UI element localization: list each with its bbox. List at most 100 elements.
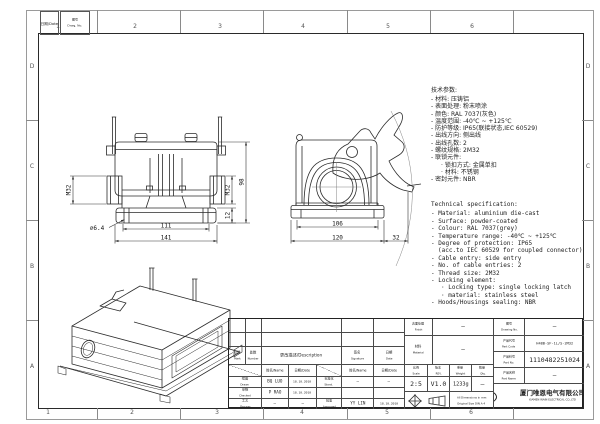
zone-tick (97, 408, 98, 419)
zone-col-label: 2 (133, 23, 137, 30)
corner-box-date: 日期/Date (40, 11, 59, 35)
revision-cell (341, 319, 373, 332)
spec-line: - Thread size: 2M32 (431, 269, 500, 277)
header-mark: 标记 Mark (229, 346, 245, 364)
part-code-label: 产品代号 Part Code (493, 335, 524, 351)
spec-line: - Cable entry: side entry (431, 254, 522, 262)
role-standardized: 标准化 Stand. (316, 376, 341, 387)
side-view-dim-labels: 106 120 32 (332, 221, 400, 242)
empty-cell (341, 387, 373, 398)
header-mark-en: Mark (233, 356, 241, 360)
zone-tick (263, 10, 264, 33)
weight-value-text: 1233g (452, 380, 469, 388)
revision-cell (373, 319, 404, 332)
dim-front-inner-width: 111 (161, 223, 172, 230)
zone-row-label: B (29, 263, 35, 270)
drawn-name-value: BQ LUO (267, 379, 283, 385)
qty-label-cn: 数量 (479, 365, 486, 369)
spec-line: - Degree of protection: IP65 (431, 240, 533, 248)
zone-tick (430, 10, 431, 33)
spec-line: - Hoods/Housings sealing: NBR (431, 299, 536, 307)
finish-label-cn: 表面处理 (412, 322, 425, 326)
zone-col-label: 3 (215, 409, 219, 416)
drawing-no-value: — (524, 319, 584, 335)
revision-cell (229, 332, 245, 346)
side-view (290, 112, 422, 219)
zone-tick (26, 320, 38, 321)
revision-cell (261, 332, 341, 346)
finish-label-en: Finish (414, 328, 423, 332)
spec-line: - Locking element: (431, 277, 497, 285)
part-no-label-cn: 产品料号 (502, 354, 515, 358)
dim-front-hole: ⌀6.4 (90, 225, 105, 232)
subheader-diagonal (316, 364, 341, 376)
corner-box-label-en: Drwg. No. (67, 24, 83, 28)
corner-box-drawing-no: 图号 Drwg. No. (60, 11, 90, 35)
rev-value-text: V1.0 (430, 380, 447, 388)
sheet-outer-margin (26, 10, 594, 420)
scale-label: 比例 Scale (404, 364, 427, 376)
spec-line: · 材料: 不锈钢 (441, 168, 479, 176)
header-signature-en: Signature (350, 356, 365, 360)
zone-col-label: 1 (56, 23, 60, 30)
zone-tick (347, 408, 348, 419)
spec-line: - Colour: RAL 7037(grey) (431, 225, 518, 233)
scale-value-text: 2:5 (410, 380, 422, 388)
scale-label-cn: 比例 (412, 365, 419, 369)
side-view-centerlines (312, 110, 413, 267)
spec-line: - 防护等级: IP65(联接状态,IEC 60529) (431, 125, 538, 133)
subheader-name: 姓名/Name (261, 364, 288, 376)
role-drawn-en: Drawn (240, 383, 250, 387)
corner-box-date-label: 日期/Date (40, 21, 59, 26)
header-description: 更改描述/Description (261, 346, 341, 364)
header-number: 处数 Number (245, 346, 261, 364)
part-name-label: 产品名称 Part Name (493, 367, 524, 383)
subheader-date: 日期/Date (373, 364, 404, 376)
zone-row-label: A (29, 363, 35, 370)
role-drawn-cn: 绘图 (241, 376, 249, 381)
corner-box-label-cn: 图号 (71, 18, 78, 22)
drawing-no-label-en: Drawing No. (500, 328, 518, 332)
zone-row-label: B (585, 263, 591, 270)
role-checked-cn: 审核 (241, 387, 249, 392)
rev-value: V1.0 (427, 376, 449, 391)
approved-date: 18.10.2010 (373, 398, 404, 409)
role-approved: 批准 Approved (316, 398, 341, 409)
subheader-diagonal (229, 364, 261, 376)
spec-en-title: Technical specification: (431, 201, 518, 208)
spec-line: - Temperature range: -40℃ ~ +125℃ (431, 232, 557, 240)
zone-tick (347, 10, 348, 33)
spec-line: - Material: aluminium die-cast (431, 210, 540, 218)
spec-block-chinese: 技术参数: - 材料: 压铸铝 - 表面处理: 粉末喷涂 - 颜色: RAL 7… (431, 85, 583, 184)
rev-label-cn: 版本 (435, 365, 442, 369)
part-no-label: 产品料号 Part No. (493, 351, 524, 367)
part-name-label-cn: 产品名称 (502, 370, 515, 374)
qty-value: — (471, 376, 493, 391)
dim-side-latch-offset: 32 (392, 235, 400, 242)
isometric-view (57, 267, 243, 404)
zone-tick (263, 408, 264, 419)
zone-tick (513, 10, 514, 33)
dim-side-outer-width: 120 (332, 235, 343, 242)
approved-date-value: 18.10.2010 (379, 402, 399, 406)
title-block: 标记 Mark 处数 Number 更改描述/Description 签名 Si… (228, 318, 584, 409)
revision-cell (261, 319, 341, 332)
dim-front-thread-left: M32 (66, 184, 73, 195)
spec-line: - 材料: 压铸铝 (431, 96, 470, 103)
revision-cell (341, 332, 373, 346)
zone-row-label: C (29, 163, 35, 170)
empty-cell (373, 387, 404, 398)
qty-label: 数量 Qty. (471, 364, 493, 376)
spec-line: - 出线方向: 侧出线 (431, 132, 482, 140)
side-view-dimensions (290, 192, 409, 244)
zone-tick (180, 408, 181, 419)
zone-tick (26, 120, 38, 121)
spec-line: · material: stainless steel (441, 291, 539, 299)
dim-side-inner-width: 106 (332, 221, 343, 228)
approved-name-value: YY LIN (349, 401, 366, 407)
role-approved-en: Approved (322, 405, 336, 409)
spec-line: (acc.to IEC 60529 for coupled connector) (438, 247, 583, 255)
weight-label: 重量 Weight (449, 364, 471, 376)
process-date: — (288, 398, 316, 409)
drawn-name: BQ LUO (261, 376, 288, 387)
